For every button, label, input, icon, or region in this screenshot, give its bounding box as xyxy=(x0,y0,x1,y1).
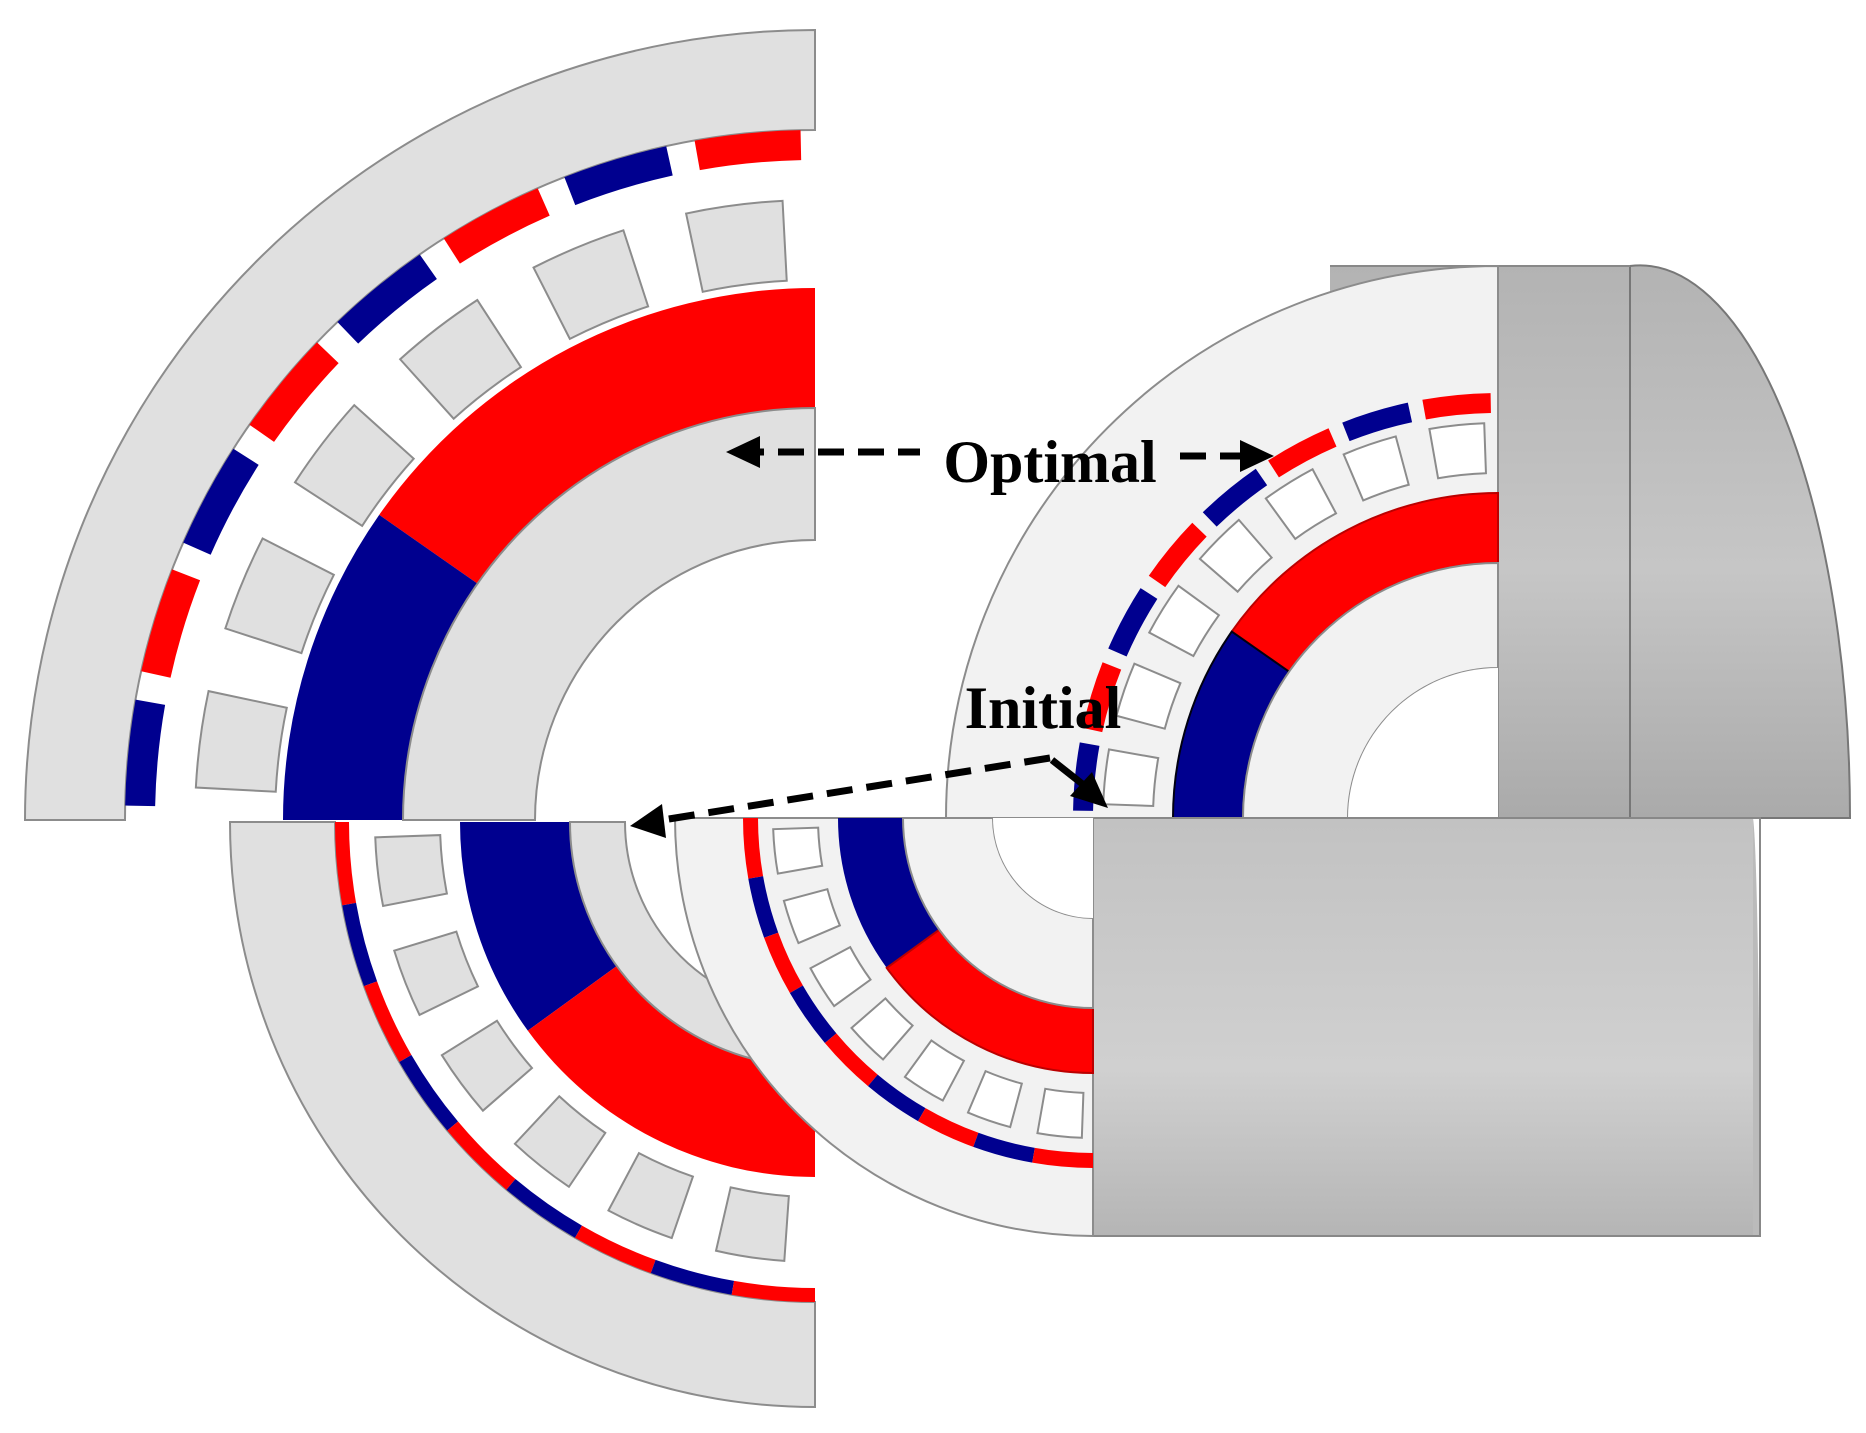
optimal-3d-tooth xyxy=(1264,467,1338,541)
initial-3d-tooth xyxy=(903,1039,966,1102)
optimal-callout: Optimal xyxy=(726,429,1274,495)
optimal-stator-magnet xyxy=(183,448,259,555)
optimal-stator-magnet xyxy=(694,130,802,171)
optimal-3d-tooth xyxy=(1198,518,1274,594)
initial-3d-housing xyxy=(1093,818,1753,1236)
initial-label: Initial xyxy=(965,675,1122,741)
initial-3d-tooth xyxy=(782,887,842,945)
initial-rotor-magnet-south xyxy=(460,822,617,1031)
initial-rotor-magnet-north xyxy=(527,966,815,1177)
optimal-3d-tooth xyxy=(1342,435,1410,502)
optimal-3d-stator-magnet xyxy=(1148,522,1207,588)
optimal-3d-tooth xyxy=(1102,748,1160,807)
initial-3d-stator-magnet xyxy=(743,818,764,879)
initial-3d-stator-magnet xyxy=(824,1033,878,1087)
initial-tooth xyxy=(714,1186,790,1262)
initial-3d-model xyxy=(673,817,1761,1238)
initial-arrow-left-head xyxy=(630,804,666,838)
optimal-3d-tooth xyxy=(1115,662,1182,730)
initial-2d-cross-section xyxy=(228,821,816,1409)
optimal-3d-stator-magnet xyxy=(1108,588,1158,657)
initial-stator-magnet xyxy=(447,1121,516,1190)
initial-stator-magnet xyxy=(650,1259,735,1295)
optimal-3d-housing-end xyxy=(1629,264,1852,819)
initial-3d-stator-magnet xyxy=(918,1108,979,1147)
initial-stator-magnet xyxy=(363,981,412,1062)
optimal-stator-magnet xyxy=(337,254,437,344)
initial-3d-end-face xyxy=(673,817,1094,1238)
optimal-stator-magnet xyxy=(443,188,550,264)
initial-3d-stator-magnet xyxy=(868,1074,926,1122)
optimal-tooth xyxy=(532,229,650,341)
initial-stator-magnet xyxy=(342,902,378,987)
initial-3d-stator-magnet xyxy=(1032,1147,1093,1168)
initial-3d-stator-magnet xyxy=(973,1132,1035,1163)
optimal-3d-stator-magnet xyxy=(1268,428,1337,478)
optimal-stator-magnet xyxy=(141,569,201,678)
initial-3d-tooth xyxy=(1036,1087,1085,1139)
initial-tooth xyxy=(374,834,449,908)
initial-stator-magnet xyxy=(399,1055,459,1131)
initial-tooth xyxy=(392,930,480,1017)
optimal-3d-stator-magnet xyxy=(1082,662,1122,733)
optimal-tooth xyxy=(224,537,336,655)
initial-3d-stator-magnet xyxy=(789,985,837,1043)
initial-3d-tooth xyxy=(850,997,914,1061)
initial-3d-tooth xyxy=(772,826,824,875)
optimal-3d-model xyxy=(944,264,1852,819)
optimal-label: Optimal xyxy=(943,429,1156,495)
initial-3d-shaft-hole xyxy=(993,818,1093,918)
optimal-3d-tooth xyxy=(1147,584,1221,658)
initial-tooth xyxy=(513,1094,607,1189)
initial-stator-magnet xyxy=(731,1280,815,1302)
initial-stator-magnet xyxy=(506,1178,582,1238)
optimal-arrow-left-head xyxy=(726,436,760,468)
optimal-stator-magnet xyxy=(564,146,673,206)
optimal-rotor-magnet-south xyxy=(283,514,478,820)
optimal-3d-shaft-hole xyxy=(1348,668,1498,818)
initial-callout: Initial xyxy=(630,675,1121,838)
optimal-tooth xyxy=(398,298,523,421)
optimal-3d-stator-magnet xyxy=(1422,393,1491,420)
initial-tooth xyxy=(607,1151,695,1240)
initial-3d-stator-magnet xyxy=(764,932,803,993)
optimal-stator-magnet xyxy=(249,342,339,442)
initial-tooth xyxy=(440,1019,534,1113)
initial-stator-magnet xyxy=(575,1225,656,1274)
optimal-2d-cross-section xyxy=(23,28,816,821)
optimal-tooth xyxy=(684,199,788,293)
optimal-3d-stator-magnet xyxy=(1342,402,1413,442)
initial-3d-housing-end xyxy=(1753,818,1761,1236)
optimal-rotor-magnet-north xyxy=(379,288,815,584)
initial-3d-tooth xyxy=(966,1069,1024,1129)
optimal-3d-stator-magnet xyxy=(1202,468,1268,527)
initial-3d-stator-magnet xyxy=(748,876,779,938)
initial-3d-tooth xyxy=(809,945,872,1008)
optimal-tooth xyxy=(293,403,416,528)
optimal-arrow-right-head xyxy=(1240,440,1274,472)
initial-arrow-right-head xyxy=(1070,772,1108,808)
optimal-rotor-core xyxy=(401,406,816,821)
initial-stator-magnet xyxy=(335,822,357,906)
initial-3d-rotor-south xyxy=(838,818,940,968)
optimal-tooth xyxy=(194,689,288,793)
optimal-3d-end-face xyxy=(944,264,1499,819)
optimal-3d-tooth xyxy=(1428,422,1487,480)
optimal-stator-magnet xyxy=(125,699,166,807)
